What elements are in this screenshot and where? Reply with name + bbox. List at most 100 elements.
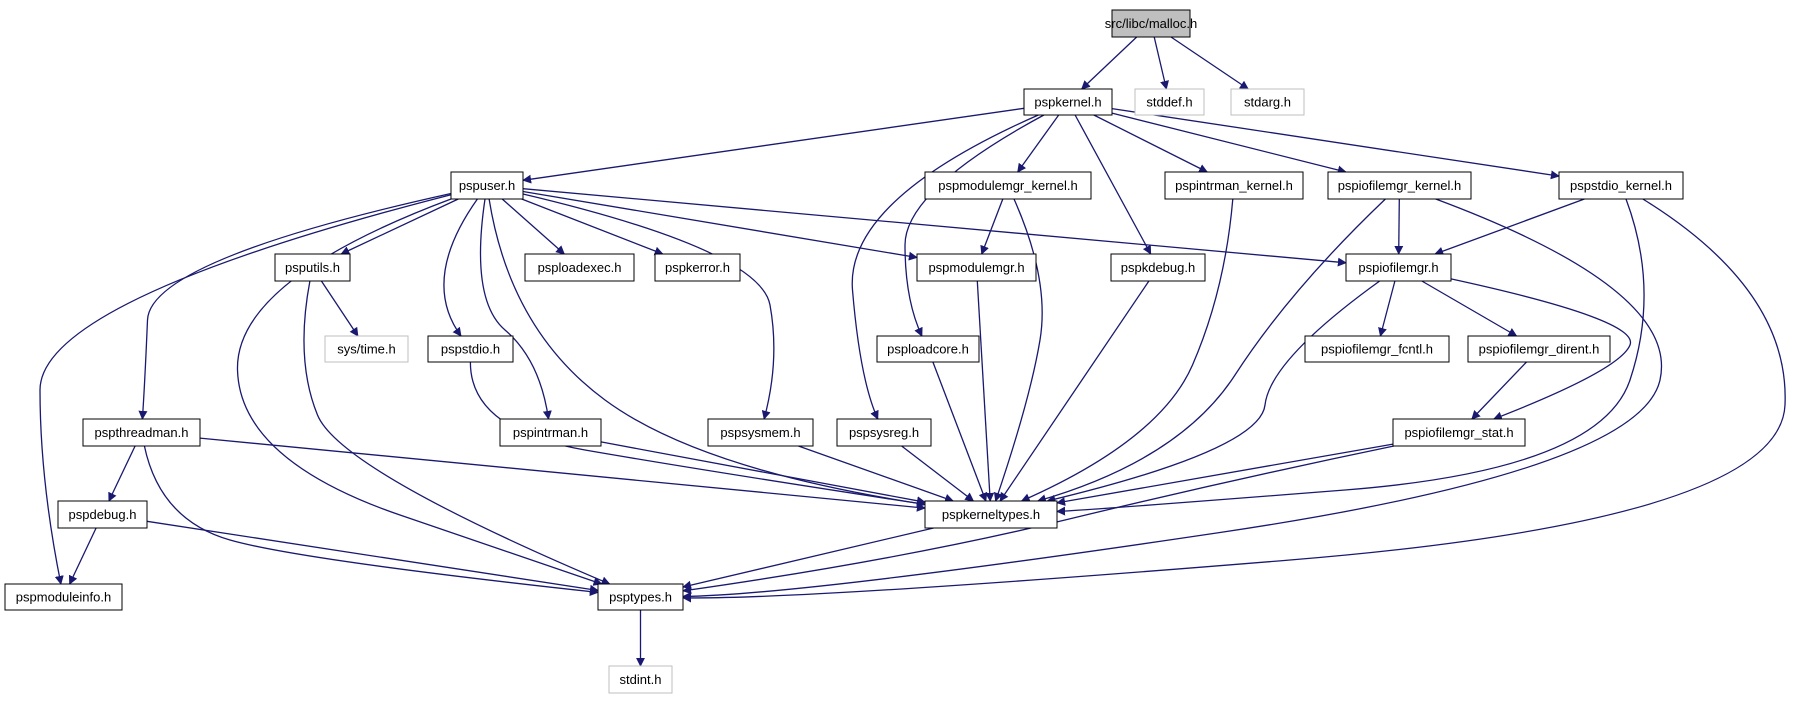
node-pspsysreg[interactable]: pspsysreg.h	[836, 418, 932, 447]
edge-pspstdio_kernel-to-psptypes	[682, 198, 1786, 603]
node-box	[597, 583, 684, 611]
node-stddef: stddef.h	[1134, 88, 1205, 116]
node-label: pspintrman_kernel.h	[1175, 178, 1293, 193]
node-label: pspintrman.h	[513, 425, 588, 440]
node-pspiofilemgr[interactable]: pspiofilemgr.h	[1345, 253, 1452, 282]
edge-pspiofilemgr-to-pspiofilemgr_stat	[1450, 278, 1632, 421]
node-pspkdebug[interactable]: pspkdebug.h	[1110, 253, 1206, 282]
edge-pspkernel-to-pspsysreg	[851, 114, 1039, 420]
node-pspintrman[interactable]: pspintrman.h	[499, 418, 602, 447]
node-psputils[interactable]: psputils.h	[274, 253, 351, 282]
node-label: pspiofilemgr.h	[1358, 260, 1438, 275]
node-pspthreadman[interactable]: pspthreadman.h	[82, 418, 201, 447]
node-box	[57, 500, 148, 529]
edge-pspiofilemgr_stat-to-pspkerneltypes	[1056, 443, 1394, 506]
node-box	[1134, 88, 1205, 116]
edge-pspiofilemgr_dirent-to-pspiofilemgr_stat	[1471, 361, 1527, 420]
node-label: pspdebug.h	[69, 507, 137, 522]
node-label: stdint.h	[620, 672, 662, 687]
node-label: pspmodulemgr_kernel.h	[938, 178, 1077, 193]
node-psploadcore[interactable]: psploadcore.h	[876, 335, 980, 363]
edge-pspuser-to-pspmodulemgr	[522, 190, 918, 261]
node-pspiofilemgr_stat[interactable]: pspiofilemgr_stat.h	[1392, 418, 1526, 447]
node-box	[324, 335, 409, 363]
edge-pspiofilemgr-to-pspiofilemgr_dirent	[1421, 280, 1518, 337]
node-box	[876, 335, 980, 363]
node-label: pspiofilemgr_kernel.h	[1338, 178, 1462, 193]
node-label: psputils.h	[285, 260, 340, 275]
node-box	[1327, 171, 1472, 200]
node-psploadexec[interactable]: psploadexec.h	[524, 253, 635, 282]
node-malloc[interactable]: src/libc/malloc.h	[1105, 9, 1197, 38]
node-systime: sys/time.h	[324, 335, 409, 363]
node-label: pspkerror.h	[665, 260, 730, 275]
node-label: stdarg.h	[1244, 95, 1291, 110]
node-pspintrman_kernel[interactable]: pspintrman_kernel.h	[1164, 171, 1304, 200]
node-label: pspiofilemgr_fcntl.h	[1321, 342, 1433, 357]
edge-pspkernel-to-pspkdebug	[1074, 114, 1152, 255]
edge-pspkernel-to-psploadcore	[904, 114, 1045, 337]
dependency-edges	[39, 36, 1786, 667]
edge-pspstdio-to-pspkerneltypes	[469, 361, 926, 508]
edge-pspuser-to-pspsysmem	[522, 193, 775, 420]
node-pspsysmem[interactable]: pspsysmem.h	[707, 418, 814, 447]
edge-pspuser-to-pspkerneltypes	[488, 198, 926, 508]
node-box	[1558, 171, 1684, 200]
edge-pspdebug-to-pspmoduleinfo	[68, 527, 97, 585]
node-pspstdio_kernel[interactable]: pspstdio_kernel.h	[1558, 171, 1684, 200]
node-box	[608, 665, 673, 694]
node-pspiofilemgr_fcntl[interactable]: pspiofilemgr_fcntl.h	[1304, 335, 1450, 363]
node-pspkernel[interactable]: pspkernel.h	[1023, 88, 1113, 116]
edge-pspstdio_kernel-to-pspkerneltypes	[1056, 198, 1645, 516]
node-box	[1392, 418, 1526, 447]
node-pspdebug[interactable]: pspdebug.h	[57, 500, 148, 529]
edge-pspkernel-to-pspuser	[522, 107, 1025, 184]
node-label: pspsysmem.h	[720, 425, 800, 440]
edge-pspintrman_kernel-to-pspkerneltypes	[1020, 198, 1234, 502]
node-pspiofilemgr_kernel[interactable]: pspiofilemgr_kernel.h	[1327, 171, 1472, 200]
edge-pspiofilemgr-to-pspkerneltypes	[1046, 280, 1381, 504]
edge-psputils-to-systime	[320, 280, 359, 337]
node-pspstdio[interactable]: pspstdio.h	[427, 335, 514, 363]
edge-pspuser-to-pspintrman	[479, 198, 552, 420]
node-box	[4, 583, 123, 611]
node-box	[1304, 335, 1450, 363]
edge-malloc-to-pspkernel	[1081, 36, 1138, 90]
node-label: pspiofilemgr_stat.h	[1404, 425, 1513, 440]
header-nodes: src/libc/malloc.h pspkernel.h stddef.h stda…	[4, 9, 1684, 694]
node-box	[274, 253, 351, 282]
node-stdint: stdint.h	[608, 665, 673, 694]
node-box	[1467, 335, 1611, 363]
node-label: pspthreadman.h	[95, 425, 189, 440]
edge-pspthreadman-to-pspdebug	[108, 445, 136, 502]
edge-psploadcore-to-pspkerneltypes	[932, 361, 988, 502]
node-label: pspstdio_kernel.h	[1570, 178, 1672, 193]
node-pspmoduleinfo[interactable]: pspmoduleinfo.h	[4, 583, 123, 611]
edge-pspmodulemgr_kernel-to-pspmodulemgr	[980, 198, 1004, 255]
node-pspmodulemgr[interactable]: pspmodulemgr.h	[916, 253, 1037, 282]
node-pspiofilemgr_dirent[interactable]: pspiofilemgr_dirent.h	[1467, 335, 1611, 363]
edge-pspiofilemgr_stat-to-psptypes	[682, 445, 1395, 595]
node-label: pspiofilemgr_dirent.h	[1479, 342, 1600, 357]
edge-pspmodulemgr-to-pspkerneltypes	[976, 280, 995, 502]
edge-pspsysmem-to-pspkerneltypes	[798, 445, 954, 503]
node-pspkerror[interactable]: pspkerror.h	[654, 253, 741, 282]
edge-pspuser-to-psploadexec	[501, 198, 565, 255]
node-label: pspkernel.h	[1034, 95, 1101, 110]
edge-pspthreadman-to-pspkerneltypes	[199, 437, 926, 512]
node-label: pspsysreg.h	[849, 425, 919, 440]
edge-pspuser-to-psputils	[340, 198, 459, 255]
node-psptypes[interactable]: psptypes.h	[597, 583, 684, 611]
node-pspuser[interactable]: pspuser.h	[450, 171, 524, 200]
node-pspkerneltypes[interactable]: pspkerneltypes.h	[924, 500, 1058, 529]
edge-pspstdio_kernel-to-pspiofilemgr	[1434, 198, 1585, 256]
node-box	[1111, 9, 1191, 38]
edge-pspuser-to-pspkerror	[521, 198, 664, 256]
edge-pspuser-to-pspstdio	[443, 198, 478, 337]
node-box	[1164, 171, 1304, 200]
edge-pspiofilemgr_kernel-to-pspiofilemgr	[1394, 198, 1404, 255]
edge-pspkernel-to-pspiofilemgr_kernel	[1111, 112, 1347, 175]
edge-pspiofilemgr-to-pspiofilemgr_fcntl	[1378, 280, 1396, 337]
node-pspmodulemgr_kernel[interactable]: pspmodulemgr_kernel.h	[924, 171, 1092, 200]
node-box	[707, 418, 814, 447]
